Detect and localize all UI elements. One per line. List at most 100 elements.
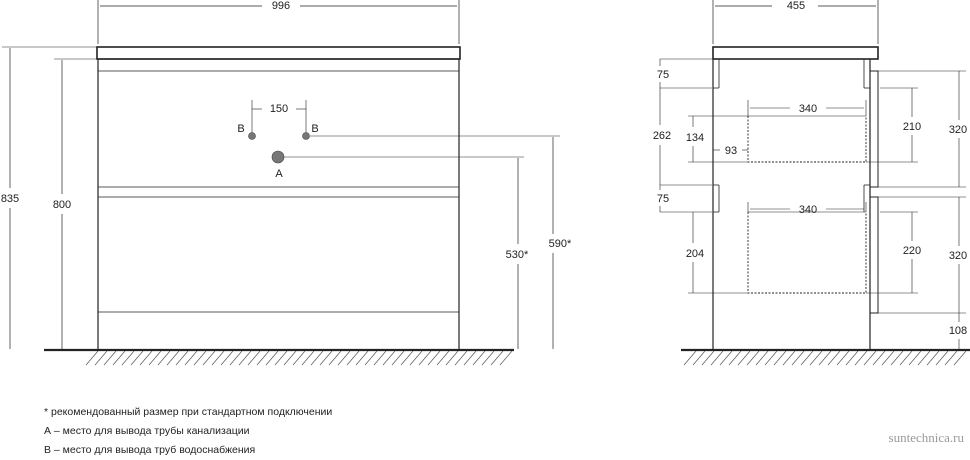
hatch-stroke bbox=[112, 350, 126, 366]
upper-drawer-front bbox=[869, 70, 879, 188]
front-countertop bbox=[96, 46, 461, 60]
hatch-stroke bbox=[683, 350, 697, 366]
lower-box-height-label: 220 bbox=[903, 245, 921, 257]
hatch-stroke bbox=[220, 350, 234, 366]
hatch-stroke bbox=[139, 350, 153, 366]
upper-drawer-box bbox=[747, 116, 867, 163]
front-view bbox=[2, 0, 560, 351]
hatch-stroke bbox=[782, 350, 796, 366]
hatch-stroke bbox=[935, 350, 949, 366]
height-b-label: 590* bbox=[549, 238, 572, 250]
hatch-stroke bbox=[256, 350, 270, 366]
hatch-stroke bbox=[746, 350, 760, 366]
hatch-stroke bbox=[319, 350, 333, 366]
hatch-stroke bbox=[809, 350, 823, 366]
hatch-stroke bbox=[872, 350, 886, 366]
sewer-pipe-marker bbox=[271, 150, 285, 164]
hatch-stroke bbox=[499, 350, 513, 366]
upper-front-height-label: 320 bbox=[949, 124, 967, 136]
lower-front-height-label: 320 bbox=[949, 250, 967, 262]
hatch-stroke bbox=[773, 350, 787, 366]
hatch-stroke bbox=[337, 350, 351, 366]
upper-drawer-depth-label: 340 bbox=[799, 103, 817, 115]
note-b: В – место для вывода труб водоснабжения bbox=[44, 444, 256, 456]
lower-drawer-depth-label: 340 bbox=[799, 204, 817, 216]
hatch-stroke bbox=[472, 350, 486, 366]
body-height-label: 800 bbox=[53, 199, 71, 211]
upper-inner-offset-label: 93 bbox=[725, 145, 737, 157]
hatch-stroke bbox=[436, 350, 450, 366]
hatch-stroke bbox=[85, 350, 99, 366]
hatch-stroke bbox=[463, 350, 477, 366]
hatch-stroke bbox=[854, 350, 868, 366]
hatch-stroke bbox=[926, 350, 940, 366]
hatch-stroke bbox=[791, 350, 805, 366]
total-height-label: 835 bbox=[1, 193, 19, 205]
water-pipe-left-marker bbox=[248, 132, 256, 140]
hatch-stroke bbox=[157, 350, 171, 366]
legend-notes: * рекомендованный размер при стандартном… bbox=[44, 403, 332, 460]
lower-drawer-box bbox=[747, 212, 867, 294]
hatch-stroke bbox=[202, 350, 216, 366]
hatch-stroke bbox=[481, 350, 495, 366]
hatch-stroke bbox=[800, 350, 814, 366]
label-b-right: B bbox=[311, 123, 318, 135]
hatch-stroke bbox=[211, 350, 225, 366]
mid-gap-label: 75 bbox=[657, 193, 669, 205]
hatch-stroke bbox=[836, 350, 850, 366]
note-recommended: * рекомендованный размер при стандартном… bbox=[44, 406, 333, 418]
label-a: A bbox=[275, 168, 283, 180]
hatch-stroke bbox=[908, 350, 922, 366]
hatch-stroke bbox=[382, 350, 396, 366]
side-countertop bbox=[712, 46, 879, 60]
hatch-stroke bbox=[728, 350, 742, 366]
hatch-stroke bbox=[755, 350, 769, 366]
front-floor-hatch bbox=[85, 350, 513, 366]
side-view bbox=[659, 0, 966, 350]
hatch-stroke bbox=[409, 350, 423, 366]
hatch-stroke bbox=[346, 350, 360, 366]
hatch-stroke bbox=[265, 350, 279, 366]
hatch-stroke bbox=[292, 350, 306, 366]
upper-box-height-label: 210 bbox=[903, 121, 921, 133]
hatch-stroke bbox=[148, 350, 162, 366]
hatch-stroke bbox=[238, 350, 252, 366]
hatch-stroke bbox=[827, 350, 841, 366]
technical-drawing: 996 150 B B A 530* 590* 835 800 bbox=[1, 0, 970, 366]
lower-inner-height-label: 204 bbox=[686, 248, 704, 260]
hatch-stroke bbox=[310, 350, 324, 366]
hatch-stroke bbox=[193, 350, 207, 366]
hatch-stroke bbox=[764, 350, 778, 366]
hatch-stroke bbox=[454, 350, 468, 366]
hatch-stroke bbox=[283, 350, 297, 366]
hatch-stroke bbox=[355, 350, 369, 366]
hatch-stroke bbox=[166, 350, 180, 366]
hatch-stroke bbox=[899, 350, 913, 366]
hatch-stroke bbox=[701, 350, 715, 366]
lower-drawer-front bbox=[869, 196, 879, 314]
hatch-stroke bbox=[130, 350, 144, 366]
hatch-stroke bbox=[890, 350, 904, 366]
hatch-stroke bbox=[719, 350, 733, 366]
pipe-spacing-label: 150 bbox=[270, 103, 288, 115]
hatch-stroke bbox=[247, 350, 261, 366]
height-a-label: 530* bbox=[506, 249, 529, 261]
hatch-stroke bbox=[184, 350, 198, 366]
hatch-stroke bbox=[400, 350, 414, 366]
hatch-stroke bbox=[944, 350, 958, 366]
hatch-stroke bbox=[328, 350, 342, 366]
note-a: А – место для вывода трубы канализации bbox=[44, 425, 250, 437]
hatch-stroke bbox=[710, 350, 724, 366]
side-floor-hatch bbox=[683, 350, 967, 366]
hatch-stroke bbox=[917, 350, 931, 366]
hatch-stroke bbox=[427, 350, 441, 366]
hatch-stroke bbox=[229, 350, 243, 366]
hatch-stroke bbox=[364, 350, 378, 366]
hatch-stroke bbox=[953, 350, 967, 366]
hatch-stroke bbox=[94, 350, 108, 366]
hatch-stroke bbox=[301, 350, 315, 366]
watermark: suntechnica.ru bbox=[888, 430, 964, 445]
hatch-stroke bbox=[490, 350, 504, 366]
front-width-label: 996 bbox=[272, 0, 290, 12]
hatch-stroke bbox=[845, 350, 859, 366]
